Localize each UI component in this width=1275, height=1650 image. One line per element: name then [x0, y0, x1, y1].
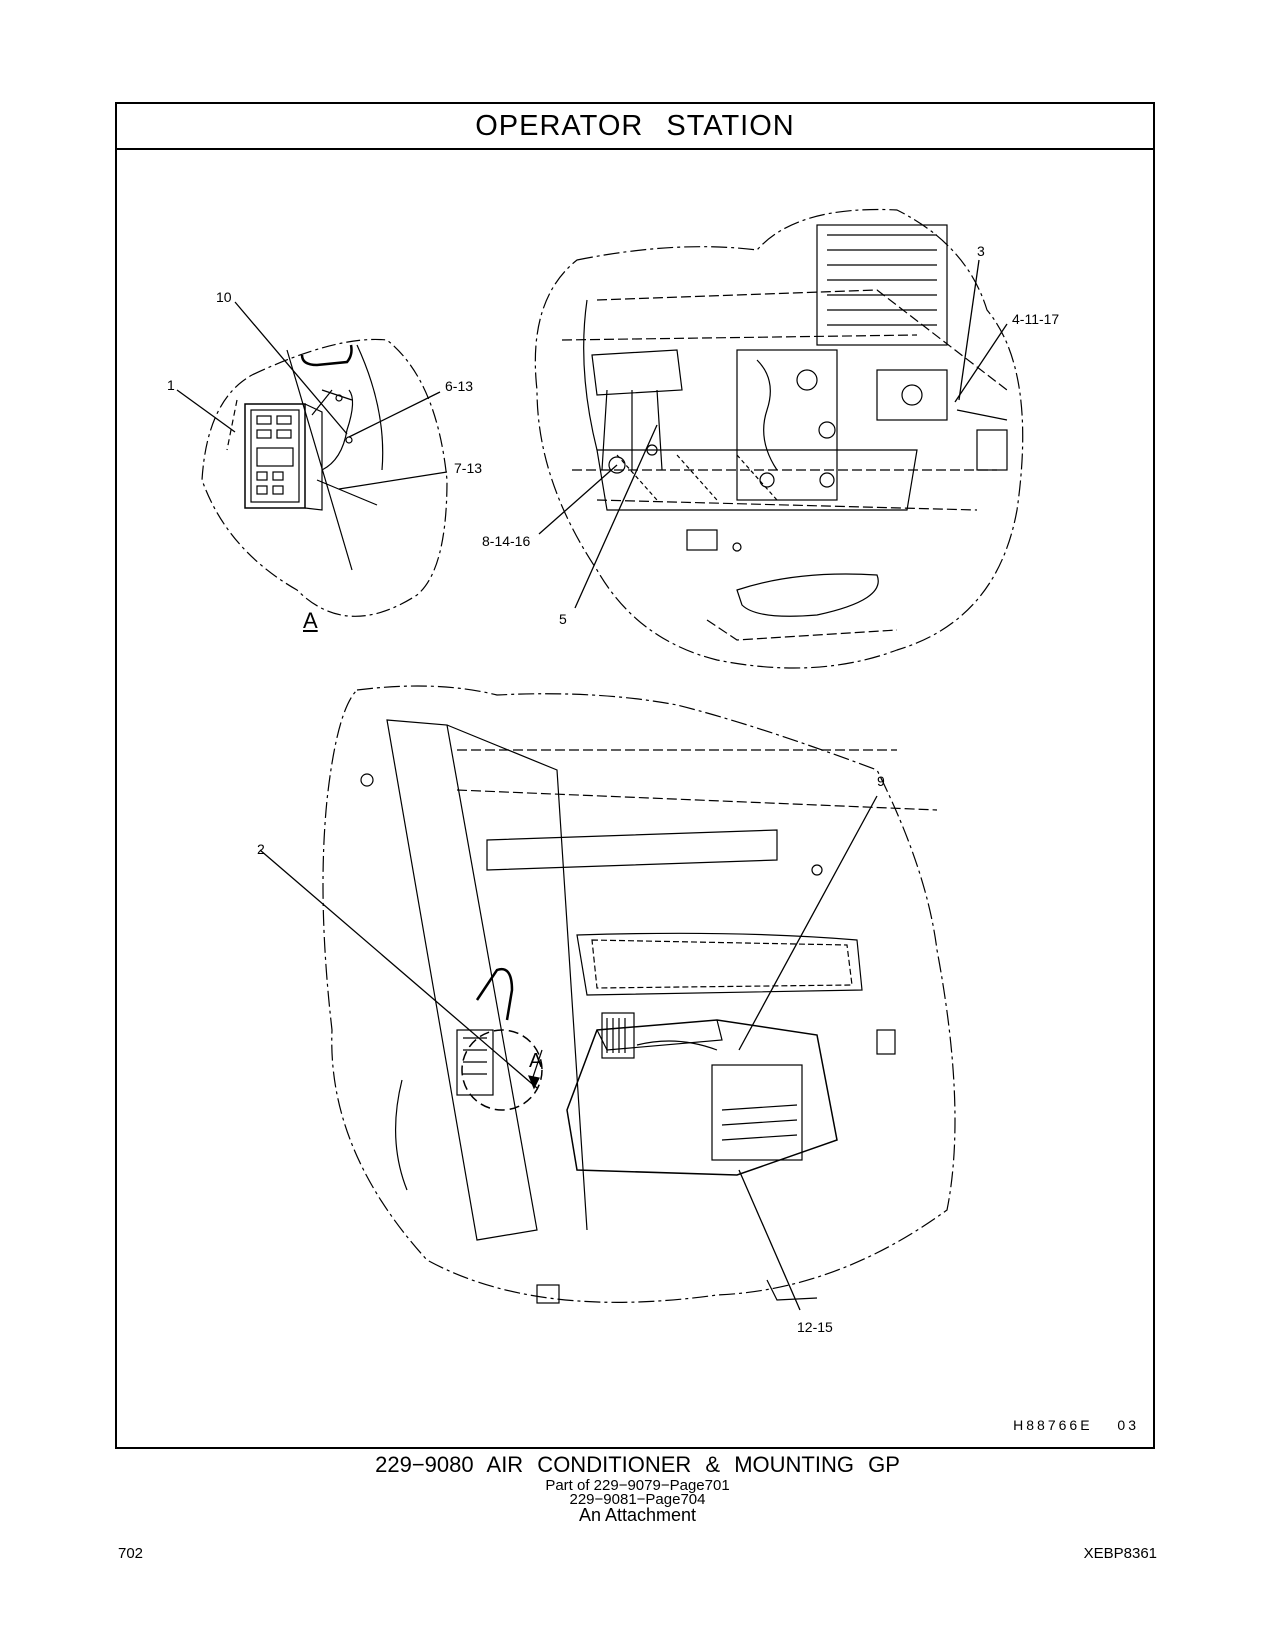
callout-leaders [176, 259, 1008, 1311]
group-title: 229−9080 AIR CONDITIONER & MOUNTING GP [375, 1452, 900, 1477]
callout-9: 9 [877, 773, 885, 789]
parts-drawing: 10 1 6-13 7-13 3 4-11-17 8-14-16 5 2 9 1… [117, 150, 1153, 1447]
callout-7-13: 7-13 [454, 460, 483, 476]
drawing-id: H88766E 03 [1013, 1417, 1139, 1433]
callout-4-11-17: 4-11-17 [1012, 311, 1060, 327]
page-title: OPERATOR STATION [117, 104, 1153, 150]
callout-5: 5 [559, 611, 567, 627]
callout-3: 3 [977, 243, 985, 259]
exploded-view-illustration [176, 208, 1024, 1311]
callout-2: 2 [257, 841, 265, 857]
part-of-line: Part of 229−9079−Page701 [545, 1477, 730, 1494]
document-number: XEBP8361 [1083, 1545, 1157, 1562]
lower-view [322, 685, 956, 1304]
view-a-marker: A [529, 1050, 543, 1072]
view-a-label: A [303, 608, 318, 633]
reference-line: 229−9081−Page704 [569, 1491, 706, 1508]
callout-6-13: 6-13 [445, 378, 474, 394]
attachment-line: An Attachment [578, 1505, 697, 1525]
callout-8-14-16: 8-14-16 [482, 533, 531, 549]
callout-1: 1 [167, 377, 175, 393]
callout-10: 10 [216, 289, 232, 305]
detail-view-a [201, 338, 448, 617]
upper-view [534, 208, 1024, 669]
callout-12-15: 12-15 [797, 1319, 833, 1335]
illustration-frame: OPERATOR STATION [115, 102, 1155, 1449]
page-number: 702 [118, 1545, 144, 1562]
